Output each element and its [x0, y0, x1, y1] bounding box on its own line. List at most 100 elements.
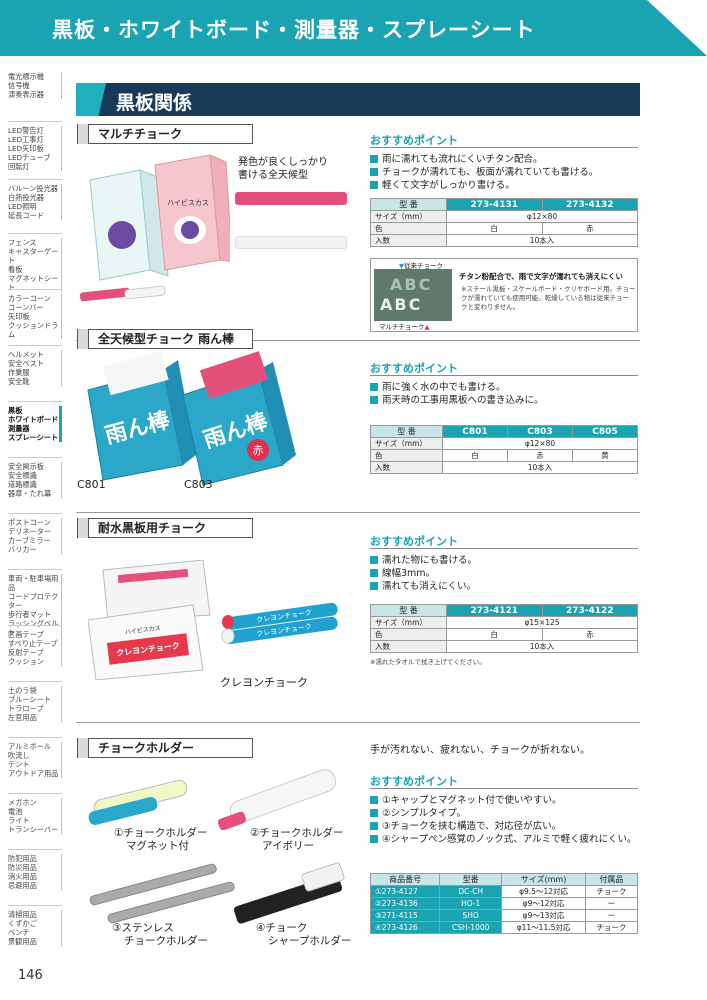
sidebar-category[interactable]: アルミボール吹流しテントアウトドア用品 [0, 742, 62, 778]
sidebar-category-line: ヘルメット [8, 350, 44, 359]
sidebar-divider [8, 233, 62, 234]
sidebar-category-line: 区画テープ [8, 630, 44, 639]
multi-points: 雨に濡れても流れにくいチタン配合。 チョークが濡れても、板面が濡れていても書ける… [370, 153, 598, 192]
feature-headline: チタン粉配合で、雨で文字が濡れても消えにくい [459, 272, 623, 281]
sidebar-category[interactable]: ヘルメット安全ベスト作業服安全靴 [0, 350, 62, 386]
sidebar-category-line: マグネットシート [8, 274, 59, 292]
sidebar-category-line: 信号機 [8, 81, 30, 90]
recommend-underline [370, 375, 638, 376]
sidebar-category-line: 道路標識 [8, 480, 37, 489]
sidebar-category-line: 消火用品 [8, 872, 37, 881]
crayon-chalk-image: クレヨンチョーク ハイビスカス クレヨンチョーク クレヨンチョーク [88, 560, 338, 680]
arrow-up-icon: ▲ [424, 323, 430, 331]
point-item: ①キャップとマグネット付で使いやすい。 [370, 794, 636, 807]
sidebar-category-line: 防犯用品 [8, 854, 37, 863]
sidebar-category-line: 安全掲示板 [8, 462, 44, 471]
holder-lead: 手が汚れない、疲れない、チョークが折れない。 [370, 745, 590, 756]
sidebar-category-line: ブルーシート [8, 695, 51, 704]
sidebar-category[interactable]: ポストコーンデリネーターカーブミラーバリカー [0, 518, 62, 554]
sidebar-category-line: クッションドラム [8, 321, 59, 339]
sidebar-divider [8, 905, 62, 906]
sidebar-category-line: ホワイトボード [8, 415, 59, 424]
point-item: ④シャープペン感覚のノック式、アルミで軽く疲れにくい。 [370, 833, 636, 846]
point-item: 雨に濡れても流れにくいチタン配合。 [370, 153, 598, 166]
sidebar-category[interactable]: 車両・駐車場用品コードプロテクター歩行者マットラッシングベルト [0, 574, 62, 637]
recommend-underline [370, 147, 638, 148]
sidebar-divider [8, 569, 62, 570]
box-brand-label: ハイビスカス [167, 198, 209, 207]
amenbo-box-red: 雨ん棒 赤 [182, 351, 296, 486]
chalk-stick-white [235, 236, 347, 249]
recommend-heading: おすすめポイント [370, 134, 458, 147]
section-header: 黒板関係 [76, 83, 640, 116]
sidebar-category[interactable]: 清掃用品くずかごベンチ景観用品 [0, 910, 62, 946]
sidebar-category-line: バルーン投光器 [8, 184, 58, 193]
page-title: 黒板・ホワイトボード・測量器・スプレーシート [52, 18, 536, 42]
sidebar-category-line: 安全標識 [8, 471, 37, 480]
sidebar-divider [8, 849, 62, 850]
recommend-heading: おすすめポイント [370, 535, 458, 548]
point-item: 雨に強く水の中でも書ける。 [370, 381, 544, 394]
sidebar-category[interactable]: メガホン電池ライトトランシーバー [0, 798, 62, 834]
crayon-note: ※濡れたタオルで拭き上げてください。 [370, 658, 486, 666]
recommend-heading: おすすめポイント [370, 362, 458, 375]
point-item: 濡れても消えにくい。 [370, 580, 477, 593]
holder-caption-1: ①チョークホルダーマグネット付 [114, 827, 208, 852]
product-title-amenbo: 全天候型チョーク 雨ん棒 [77, 329, 253, 349]
holder-sharp [233, 862, 345, 924]
sidebar-category-line: 電光標示機 [8, 72, 44, 81]
sidebar-category[interactable]: カラーコーンコーンバー矢印板クッションドラム [0, 294, 62, 339]
sidebar-category-line: くずかご [8, 919, 37, 928]
sidebar-divider [8, 121, 62, 122]
point-item: 濡れた物にも書ける。 [370, 554, 477, 567]
section-divider [76, 722, 640, 723]
point-item: チョークが濡れても、板面が濡れていても書ける。 [370, 166, 598, 179]
chalk-stick-red [235, 192, 347, 205]
point-item: ②シンプルタイプ。 [370, 807, 636, 820]
page-number: 146 [18, 968, 43, 983]
photo-letters: ABC [380, 295, 423, 314]
sidebar-category-line: ライト [8, 816, 30, 825]
sidebar-category-line: 器章・たれ幕 [8, 489, 52, 498]
sidebar-category[interactable]: フェンスキャスターゲート看板マグネットシート [0, 238, 62, 292]
section-title: 黒板関係 [116, 92, 193, 114]
label-c801: C801 [77, 478, 106, 491]
photo-label-multi: マルチチョーク▲ [379, 323, 430, 331]
sidebar-category-line: 左官用品 [8, 713, 37, 722]
sidebar-category-line: 回転灯 [8, 162, 30, 171]
product-title-chalk-holder: チョークホルダー [77, 738, 253, 758]
product-title-crayon-chalk: 耐水黒板用チョーク [77, 518, 253, 538]
sidebar-category-line: フェンス [8, 238, 37, 247]
multi-chalk-sticks [80, 285, 166, 302]
holder-stainless [89, 863, 235, 924]
sidebar-category-line: 土のう袋 [8, 686, 37, 695]
sidebar-category-line: LED矢印板 [8, 144, 44, 153]
sidebar-divider [8, 681, 62, 682]
photo-letters: ABC [390, 275, 433, 294]
sidebar-category-line: 反射テープ [8, 648, 44, 657]
sidebar-category-line: トランシーバー [8, 825, 59, 834]
holder-caption-4: ④チョークシャープホルダー [256, 922, 352, 947]
multi-feature-box: ABC ABC ▼従来チョーク マルチチョーク▲ チタン粉配合で、雨で文字が濡れ… [370, 258, 638, 332]
section-accent [76, 83, 106, 116]
sidebar-category-line: 矢印板 [8, 312, 30, 321]
feature-note: ※スチール黒板・スケールボード・クリヤボード用。チョー クが濡れていても使用可能… [461, 285, 636, 311]
sidebar-category[interactable]: 電光標示機信号機演奏表示器 [0, 72, 62, 99]
point-item: 軽くて文字がしっかり書ける。 [370, 179, 598, 192]
sidebar-divider [8, 401, 62, 402]
sidebar-category-line: 歩行者マット [8, 610, 52, 619]
sidebar-category[interactable]: 区画テープすべり止テープ反射テープクッション [0, 630, 62, 666]
recommend-underline [370, 788, 638, 789]
sidebar-category-line: 忌避用品 [8, 881, 37, 890]
sidebar-category[interactable]: 安全掲示板安全標識道路標識器章・たれ幕 [0, 462, 62, 498]
sidebar-category[interactable]: 黒板ホワイトボード測量器スプレーシート [0, 406, 62, 442]
sidebar-category[interactable]: 土のう袋ブルーシートトラロープ左官用品 [0, 686, 62, 722]
sidebar-category-line: LED照明 [8, 202, 37, 211]
sidebar-category-line: LED工事灯 [8, 135, 44, 144]
holder-caption-2: ②チョークホルダーアイボリー [250, 827, 344, 852]
sidebar-category[interactable]: 防犯用品防災用品消火用品忌避用品 [0, 854, 62, 890]
sidebar-category-line: コーンバー [8, 303, 44, 312]
